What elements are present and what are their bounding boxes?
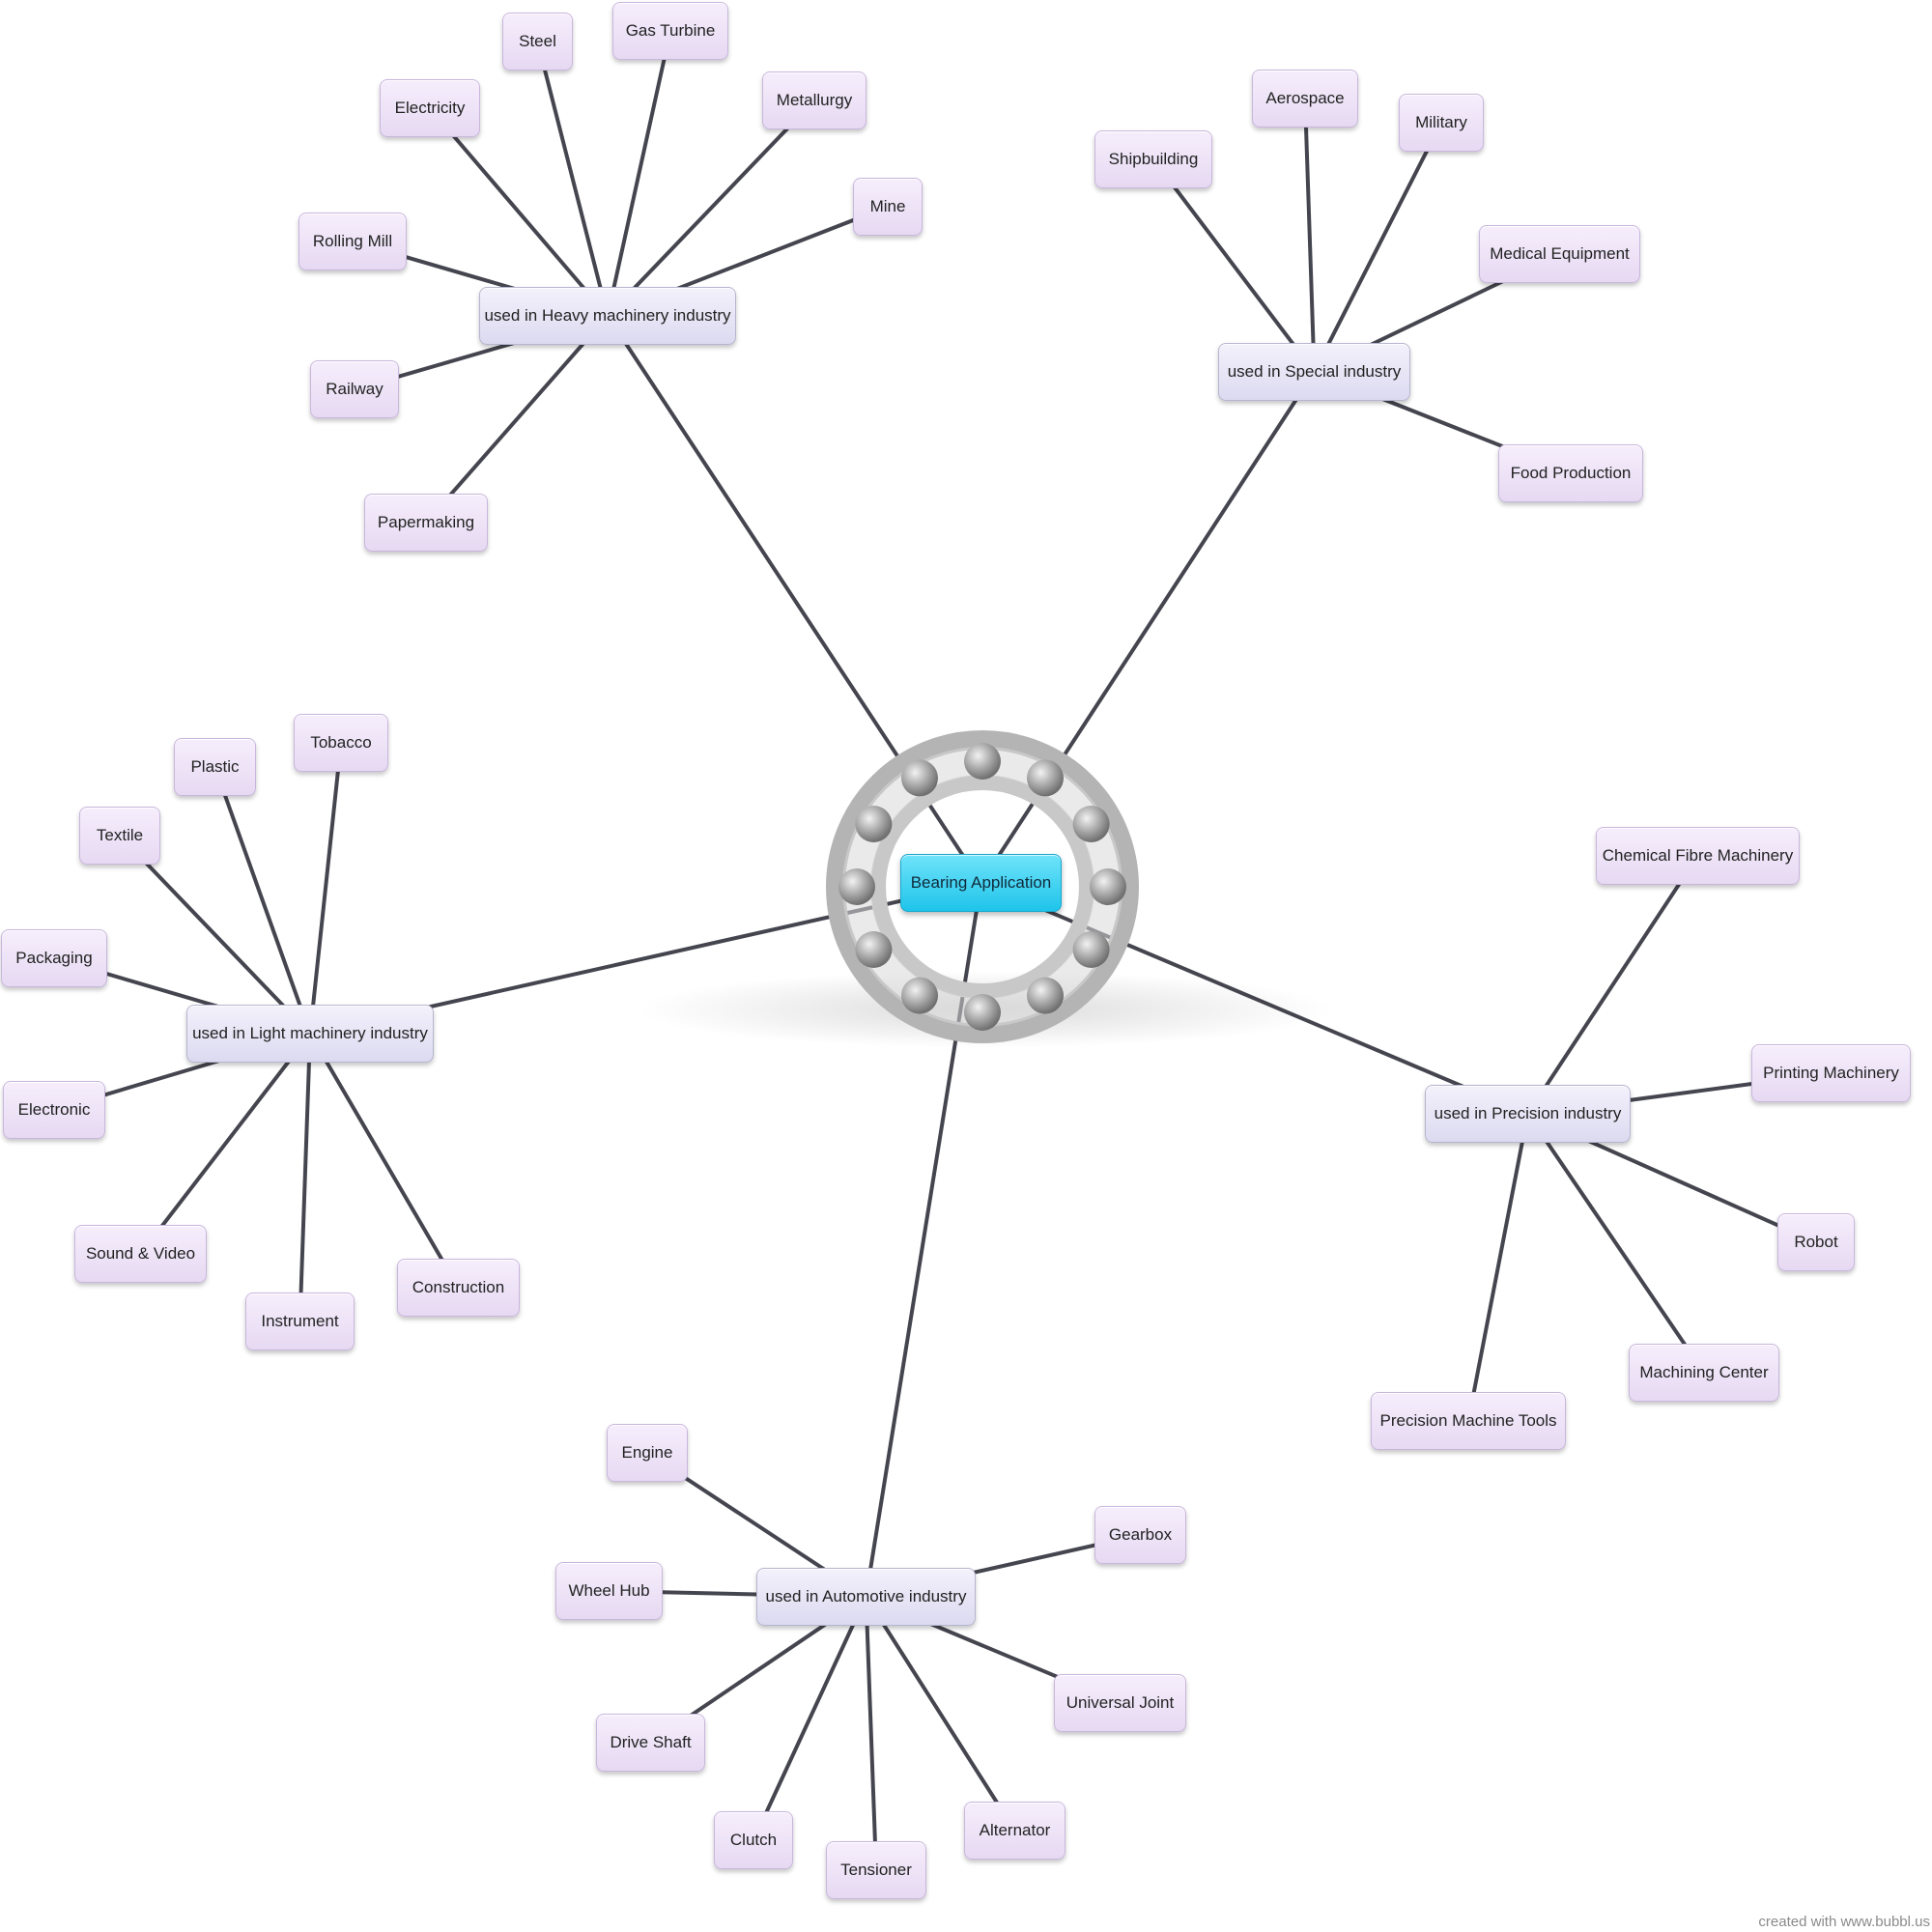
- connector-light-plastic: [213, 765, 312, 1036]
- leaf-node-railway[interactable]: Railway: [310, 360, 399, 418]
- connector-auto-clutch: [752, 1595, 868, 1842]
- connector-heavy-metallurgy: [606, 99, 816, 318]
- root-node-bearing-application[interactable]: Bearing Application: [900, 854, 1062, 912]
- leaf-node-steel[interactable]: Steel: [502, 13, 573, 71]
- bearing-ball: [901, 977, 938, 1014]
- connector-precision-chemfibre: [1525, 854, 1700, 1116]
- bearing-ball: [1072, 806, 1110, 842]
- leaf-node-metallurgy[interactable]: Metallurgy: [762, 71, 867, 129]
- hub-node-light-machinery[interactable]: used in Light machinery industry: [186, 1005, 434, 1063]
- leaf-node-electronic[interactable]: Electronic: [3, 1081, 105, 1139]
- connector-heavy-gasturbine: [606, 29, 672, 318]
- leaf-node-engine[interactable]: Engine: [607, 1424, 688, 1482]
- bearing-ball: [838, 868, 875, 905]
- leaf-node-sound-video[interactable]: Sound & Video: [74, 1225, 207, 1283]
- connector-auto-alternator: [864, 1595, 1017, 1833]
- hub-node-precision-industry[interactable]: used in Precision industry: [1425, 1085, 1631, 1143]
- leaf-node-drive-shaft[interactable]: Drive Shaft: [596, 1714, 705, 1772]
- connector-auto-tensioner: [864, 1595, 878, 1872]
- bearing-ball: [1027, 977, 1064, 1014]
- footer-credit: created with www.bubbl.us: [1758, 1914, 1930, 1930]
- leaf-node-robot[interactable]: Robot: [1777, 1213, 1855, 1271]
- leaf-node-gas-turbine[interactable]: Gas Turbine: [612, 2, 728, 60]
- leaf-node-aerospace[interactable]: Aerospace: [1252, 70, 1358, 128]
- leaf-node-wheel-hub[interactable]: Wheel Hub: [555, 1562, 663, 1620]
- leaf-node-alternator[interactable]: Alternator: [964, 1802, 1065, 1860]
- hub-node-heavy-machinery[interactable]: used in Heavy machinery industry: [479, 287, 736, 345]
- bearing-ball: [1027, 759, 1064, 797]
- leaf-node-medical-equipment[interactable]: Medical Equipment: [1479, 225, 1640, 283]
- leaf-node-military[interactable]: Military: [1399, 94, 1484, 152]
- bearing-ball: [901, 759, 938, 797]
- connector-precision-machining: [1525, 1112, 1706, 1375]
- leaf-node-packaging[interactable]: Packaging: [1, 929, 107, 987]
- connector-special-aerospace: [1303, 97, 1317, 374]
- leaf-node-instrument[interactable]: Instrument: [245, 1293, 355, 1350]
- connector-heavy-papermaking: [424, 314, 610, 525]
- connector-light-tobacco: [308, 741, 343, 1036]
- leaf-node-universal-joint[interactable]: Universal Joint: [1054, 1674, 1186, 1732]
- connector-heavy-electricity: [428, 106, 610, 318]
- bearing-ball: [855, 931, 893, 968]
- leaf-node-printing-machinery[interactable]: Printing Machinery: [1751, 1044, 1911, 1102]
- leaf-node-textile[interactable]: Textile: [79, 807, 160, 865]
- leaf-node-tobacco[interactable]: Tobacco: [294, 714, 388, 772]
- leaf-node-machining-center[interactable]: Machining Center: [1629, 1344, 1779, 1402]
- leaf-node-mine[interactable]: Mine: [853, 178, 923, 236]
- hub-node-special-industry[interactable]: used in Special industry: [1218, 343, 1410, 401]
- connector-precision-pmt: [1466, 1112, 1530, 1423]
- leaf-node-shipbuilding[interactable]: Shipbuilding: [1094, 130, 1212, 188]
- bearing-ball: [964, 743, 1001, 780]
- connector-light-soundvideo: [138, 1032, 312, 1256]
- leaf-node-tensioner[interactable]: Tensioner: [826, 1841, 926, 1899]
- hub-node-automotive-industry[interactable]: used in Automotive industry: [756, 1568, 976, 1626]
- connector-special-shipbuilding: [1151, 157, 1317, 374]
- leaf-node-construction[interactable]: Construction: [397, 1259, 520, 1317]
- connector-light-instrument: [298, 1032, 312, 1323]
- leaf-node-precision-machine-tools[interactable]: Precision Machine Tools: [1371, 1392, 1566, 1450]
- leaf-node-papermaking[interactable]: Papermaking: [364, 494, 488, 552]
- connector-light-construction: [308, 1032, 461, 1290]
- leaf-node-rolling-mill[interactable]: Rolling Mill: [298, 213, 407, 270]
- leaf-node-food-production[interactable]: Food Production: [1498, 444, 1643, 502]
- connector-special-military: [1312, 121, 1443, 374]
- connector-heavy-steel: [535, 40, 610, 318]
- leaf-node-clutch[interactable]: Clutch: [714, 1811, 793, 1869]
- leaf-node-chemical-fibre-machinery[interactable]: Chemical Fibre Machinery: [1596, 827, 1800, 885]
- bearing-ball: [1072, 931, 1110, 968]
- leaf-node-gearbox[interactable]: Gearbox: [1094, 1506, 1186, 1564]
- bearing-ball: [1090, 868, 1126, 905]
- connector-light-textile: [118, 834, 312, 1036]
- leaf-node-plastic[interactable]: Plastic: [174, 738, 256, 796]
- bearing-ball: [855, 806, 893, 842]
- bearing-ball: [964, 994, 1001, 1031]
- leaf-node-electricity[interactable]: Electricity: [380, 79, 480, 137]
